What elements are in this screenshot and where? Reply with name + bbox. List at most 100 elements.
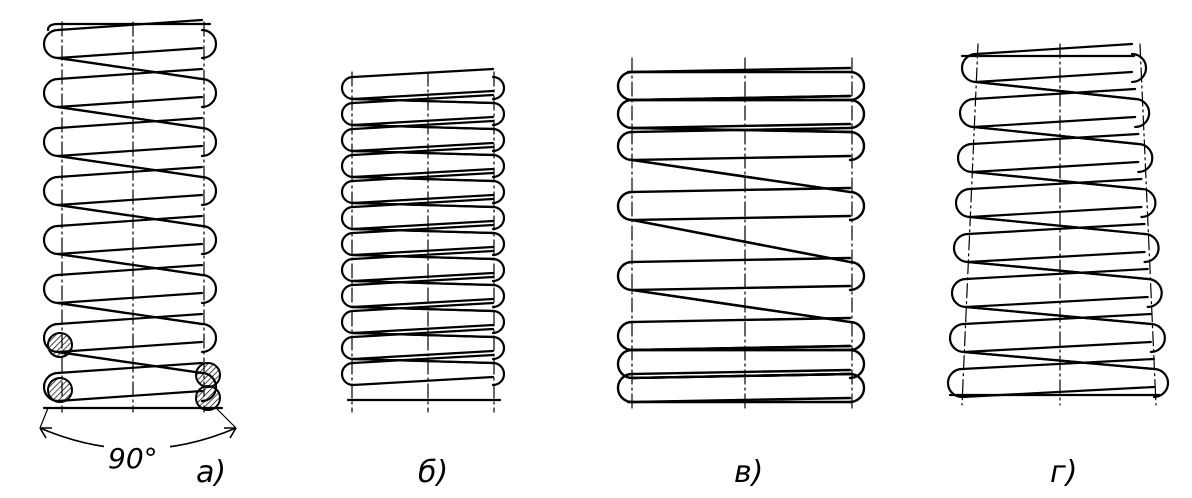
coil-loop-left	[340, 335, 355, 361]
coil-loop-left	[340, 361, 355, 387]
coil-wire	[351, 327, 495, 339]
coil-wire	[56, 242, 204, 256]
coil-loop-left	[340, 283, 355, 309]
wire-section	[47, 377, 73, 403]
coil-wire	[970, 170, 1143, 191]
coil-loop-left	[42, 126, 60, 158]
coil-wire	[351, 223, 495, 235]
coil-loop-left	[616, 98, 634, 130]
label-g: г)	[1050, 455, 1077, 490]
coil-loop-left	[42, 175, 60, 207]
coil-wire	[972, 125, 1140, 146]
coil-loop-left	[958, 97, 976, 129]
coil-loop-left	[340, 179, 355, 205]
coil-wire	[56, 56, 204, 81]
coil-wire	[351, 219, 495, 231]
coil-loop-right	[848, 190, 866, 222]
coil-wire	[56, 312, 204, 326]
coil-wire	[56, 203, 204, 228]
coil-loop-left	[616, 70, 634, 102]
coil-wire	[351, 249, 495, 261]
coil-loop-right	[491, 257, 506, 283]
coil-wire	[630, 256, 852, 264]
coil-wire	[351, 279, 495, 287]
coil-wire	[56, 350, 204, 375]
coil-wire	[351, 245, 495, 257]
coil-loop-right	[200, 273, 218, 305]
coil-wire	[56, 263, 204, 277]
coil-wire	[351, 301, 495, 313]
label-a: а)	[196, 455, 226, 490]
coil-wire	[972, 87, 1137, 101]
coil-wire	[972, 115, 1137, 129]
coil-loop-right	[1143, 232, 1160, 264]
coil-loop-left	[616, 372, 634, 404]
coil-loop-right	[848, 372, 866, 404]
coil-loop-right	[491, 205, 506, 231]
angle-annotation: 90°	[39, 407, 237, 475]
coil-loop-right	[491, 361, 506, 387]
coil-loop-right	[848, 70, 866, 102]
coil-wire	[964, 305, 1152, 326]
coil-wire	[56, 165, 204, 179]
coil-wire	[56, 389, 204, 403]
coil-wire	[56, 116, 204, 130]
coil-wire	[630, 368, 852, 376]
coil-wire	[351, 167, 495, 179]
coil-loop-right	[848, 98, 866, 130]
coil-wire	[351, 97, 495, 105]
coil-wire	[351, 149, 495, 157]
coil-wire	[974, 42, 1134, 56]
wire-section	[47, 332, 73, 358]
coil-wire	[964, 295, 1149, 309]
coil-loop-left	[340, 75, 355, 101]
coil-loop-right	[491, 179, 506, 205]
coil-loop-right	[848, 260, 866, 292]
coil-wire	[630, 94, 852, 102]
coil-wire	[56, 291, 204, 305]
coil-wire	[56, 214, 204, 228]
coil-wire	[351, 271, 495, 283]
coil-loop-left	[340, 257, 355, 283]
coil-loop-left	[340, 101, 355, 127]
coil-wire	[351, 331, 495, 339]
axis-line	[961, 43, 979, 406]
coil-wire	[351, 123, 495, 131]
coil-loop-right	[848, 348, 866, 380]
coil-loop-right	[848, 130, 866, 162]
coil-wire	[351, 375, 495, 387]
coil-loop-left	[42, 28, 60, 60]
coil-loop-right	[491, 335, 506, 361]
wire-section	[195, 362, 221, 388]
coil-loop-right	[1137, 142, 1154, 174]
axis-line	[1139, 43, 1157, 406]
coil-loop-left	[616, 130, 634, 162]
coil-wire	[630, 158, 852, 194]
coil-loop-left	[340, 153, 355, 179]
coil-wire	[630, 186, 852, 194]
coil-wire	[351, 353, 495, 365]
spring-b	[340, 67, 506, 413]
coil-wire	[630, 214, 852, 222]
coil-loop-right	[1152, 367, 1170, 399]
coil-wire	[968, 205, 1143, 219]
spring-a	[42, 18, 224, 413]
coil-loop-left	[340, 127, 355, 153]
coil-loop-left	[616, 190, 634, 222]
coil-wire	[56, 252, 204, 277]
coil-wire	[630, 344, 852, 352]
coil-wire	[962, 340, 1152, 354]
coil-loop-left	[42, 273, 60, 305]
coil-wire	[968, 177, 1143, 191]
coil-wire	[630, 154, 852, 162]
coil-wire	[630, 126, 852, 134]
coil-wire	[351, 305, 495, 313]
coil-wire	[974, 80, 1137, 101]
coil-wire	[56, 144, 204, 158]
coil-wire	[970, 132, 1140, 146]
coil-loop-right	[200, 322, 218, 354]
spring-g	[946, 42, 1170, 406]
label-b: б)	[418, 455, 448, 490]
coil-wire	[630, 284, 852, 292]
